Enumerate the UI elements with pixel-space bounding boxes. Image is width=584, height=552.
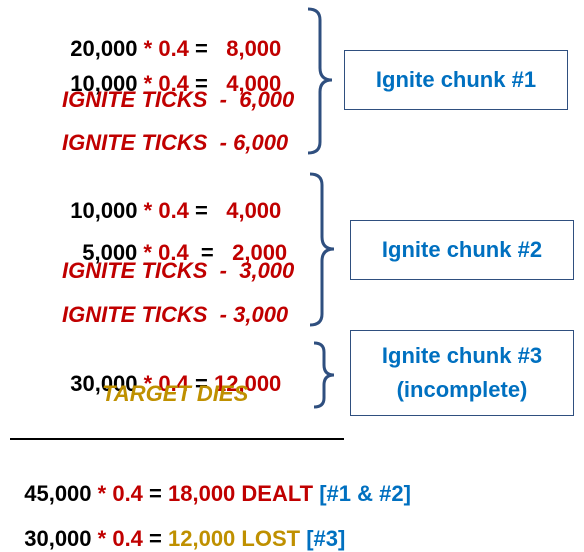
multiply-sign: * <box>137 240 159 265</box>
chunk2-tick2: IGNITE TICKS - 3,000 <box>62 302 289 327</box>
chunk3-label-box: Ignite chunk #3 (incomplete) <box>350 330 574 416</box>
dealt-tag: [#1 & #2] <box>313 481 411 506</box>
multiplier: 0.4 <box>158 240 189 265</box>
multiplier: 0.4 <box>158 71 189 96</box>
multiply-sign: * <box>137 71 159 96</box>
result: 8,000 <box>226 36 282 61</box>
chunk2-brace <box>309 172 335 327</box>
operand: 5,000 <box>82 240 138 265</box>
chunk1-tick1: IGNITE TICKS - 6,000 <box>62 87 295 112</box>
equals-sign: = <box>188 240 233 265</box>
operand: 30,000 <box>70 371 138 396</box>
multiply-sign: * <box>137 36 159 61</box>
summary-dealt: 45,000 * 0.4 = 18,000 DEALT [#1 & #2] <box>12 455 411 507</box>
lost-result: 12,000 LOST <box>168 526 301 551</box>
chunk1-row2: 10,000 * 0.4 = 4,000 <box>58 45 281 97</box>
chunk2-row1: 10,000 * 0.4 = 4,000 <box>58 172 281 224</box>
multiplier: 0.4 <box>158 198 189 223</box>
chunk2-label: Ignite chunk #2 <box>381 237 543 262</box>
chunk2-tick1: IGNITE TICKS - 3,000 <box>62 258 295 283</box>
chunk3-label-line2: (incomplete) <box>396 377 528 402</box>
chunk3-label-line1: Ignite chunk #3 <box>381 343 543 368</box>
result: 2,000 <box>232 240 288 265</box>
operand: 10,000 <box>70 71 138 96</box>
multiplier: 0.4 <box>112 481 143 506</box>
equals-sign: = <box>188 36 227 61</box>
summary-divider <box>10 438 344 440</box>
chunk3-row1: 30,000 * 0.4 = 12,000 <box>58 345 281 397</box>
chunk2-label-box: Ignite chunk #2 <box>350 220 574 280</box>
result: 4,000 <box>226 198 282 223</box>
chunk3-status: TARGET DIES <box>102 381 249 406</box>
result: 12,000 <box>214 371 282 396</box>
chunk1-brace <box>307 7 333 155</box>
chunk1-label-box: Ignite chunk #1 <box>344 50 568 110</box>
multiply-sign: * <box>91 526 113 551</box>
multiply-sign: * <box>137 198 159 223</box>
operand: 20,000 <box>70 36 138 61</box>
summary-lost: 30,000 * 0.4 = 12,000 LOST [#3] <box>12 500 345 552</box>
equals-sign: = <box>142 481 168 506</box>
chunk1-label: Ignite chunk #1 <box>375 67 537 92</box>
dealt-result: 18,000 DEALT <box>168 481 314 506</box>
equals-sign: = <box>188 71 227 96</box>
multiplier: 0.4 <box>112 526 143 551</box>
multiply-sign: * <box>91 481 113 506</box>
chunk1-tick2: IGNITE TICKS - 6,000 <box>62 130 289 155</box>
chunk1-row1: 20,000 * 0.4 = 8,000 <box>58 10 281 62</box>
result: 4,000 <box>226 71 282 96</box>
lost-tag: [#3] <box>300 526 346 551</box>
chunk2-row2: 5,000 * 0.4 = 2,000 <box>70 214 287 266</box>
multiplier: 0.4 <box>158 371 189 396</box>
operand: 45,000 <box>24 481 92 506</box>
operand: 30,000 <box>24 526 92 551</box>
multiply-sign: * <box>137 371 159 396</box>
equals-sign: = <box>188 198 227 223</box>
operand: 10,000 <box>70 198 138 223</box>
multiplier: 0.4 <box>158 36 189 61</box>
equals-sign: = <box>142 526 168 551</box>
chunk3-brace <box>313 341 335 409</box>
equals-sign: = <box>188 371 214 396</box>
